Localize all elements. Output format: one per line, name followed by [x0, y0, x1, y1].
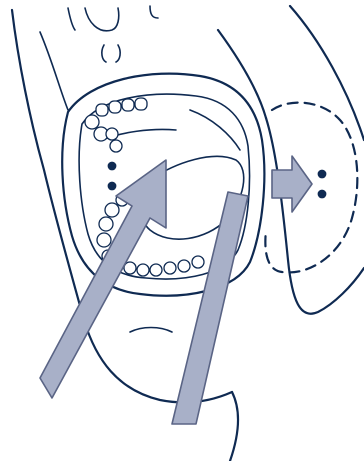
- mouth-dots: [108, 162, 117, 191]
- upper-teeth: [85, 98, 147, 152]
